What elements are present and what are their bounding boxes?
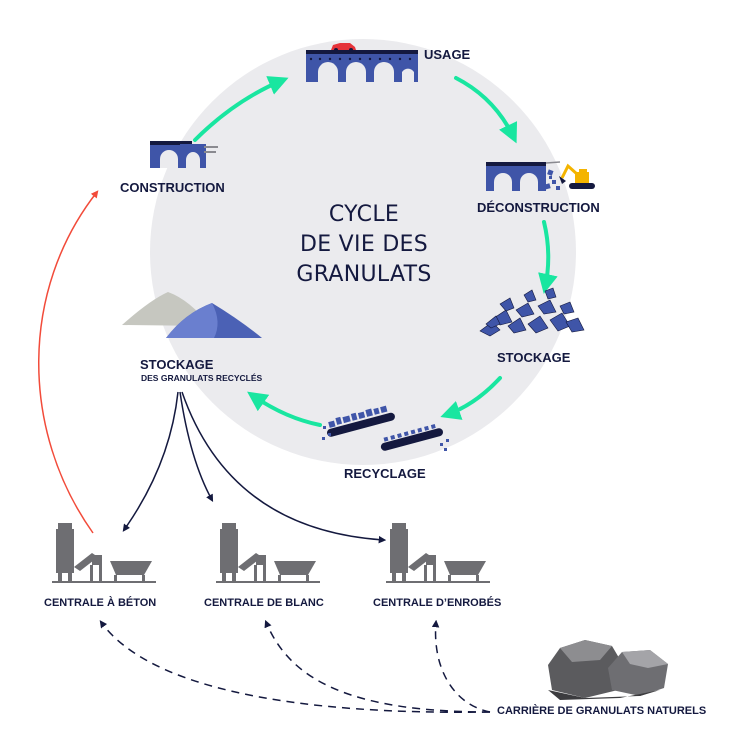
title-line-2: DE VIE DES [299, 232, 429, 257]
rubble-pile-icon [479, 287, 585, 337]
arrow-construction-to-usage [193, 76, 289, 142]
storage-arrows [122, 391, 387, 544]
rock-icon [548, 640, 668, 700]
title-line-3: GRANULATS [296, 262, 432, 287]
cycle-arrows [193, 76, 558, 427]
arrow-beton-to-construction [38, 190, 99, 534]
label-quarry: CARRIÈRE DE GRANULATS NATURELS [497, 705, 707, 717]
label-plant-enrobes: CENTRALE D’ENROBÉS [373, 597, 502, 609]
arrow-quarry-to-blanc [264, 619, 491, 713]
arrow-usage-to-deconstruction [454, 76, 518, 144]
label-recyclage: RECYCLAGE [344, 466, 426, 481]
bridge-construction-icon [150, 141, 218, 168]
conveyor-belt-icon [322, 405, 449, 451]
car-icon [331, 43, 356, 52]
label-usage: USAGE [424, 47, 471, 62]
label-plant-beton: CENTRALE À BÉTON [44, 597, 157, 609]
plant-icon [216, 523, 320, 583]
arrow-storage-to-enrobes [181, 391, 387, 544]
arrow-stockage-to-recyclage [440, 376, 502, 420]
arrow-quarry-to-beton [99, 620, 491, 713]
label-plant-blanc: CENTRALE DE BLANC [204, 597, 324, 609]
cycle-title: CYCLE DE VIE DES GRANULATS [264, 200, 464, 290]
plant-icon [52, 523, 156, 583]
label-storage-sub: DES GRANULATS RECYCLÉS [141, 373, 263, 383]
arrow-deconstruction-to-stockage [538, 220, 558, 294]
label-storage: STOCKAGE [140, 357, 214, 372]
title-line-1: CYCLE [328, 202, 400, 227]
label-stockage: STOCKAGE [497, 350, 571, 365]
quarry-arrows [99, 619, 491, 713]
excavator-icon [559, 163, 595, 189]
cycle-circle [150, 39, 576, 465]
arrow-quarry-to-enrobes [431, 619, 491, 713]
label-construction: CONSTRUCTION [120, 180, 225, 195]
arrow-recyclage-to-storage [247, 391, 322, 427]
bridge-icon [306, 50, 418, 82]
bridge-demolition-icon [486, 161, 561, 191]
plant-icon [386, 523, 490, 583]
label-deconstruction: DÉCONSTRUCTION [477, 200, 600, 215]
arrow-storage-to-beton [122, 391, 179, 532]
arrow-storage-to-blanc [179, 391, 214, 502]
aggregate-heap-icon [122, 292, 262, 338]
